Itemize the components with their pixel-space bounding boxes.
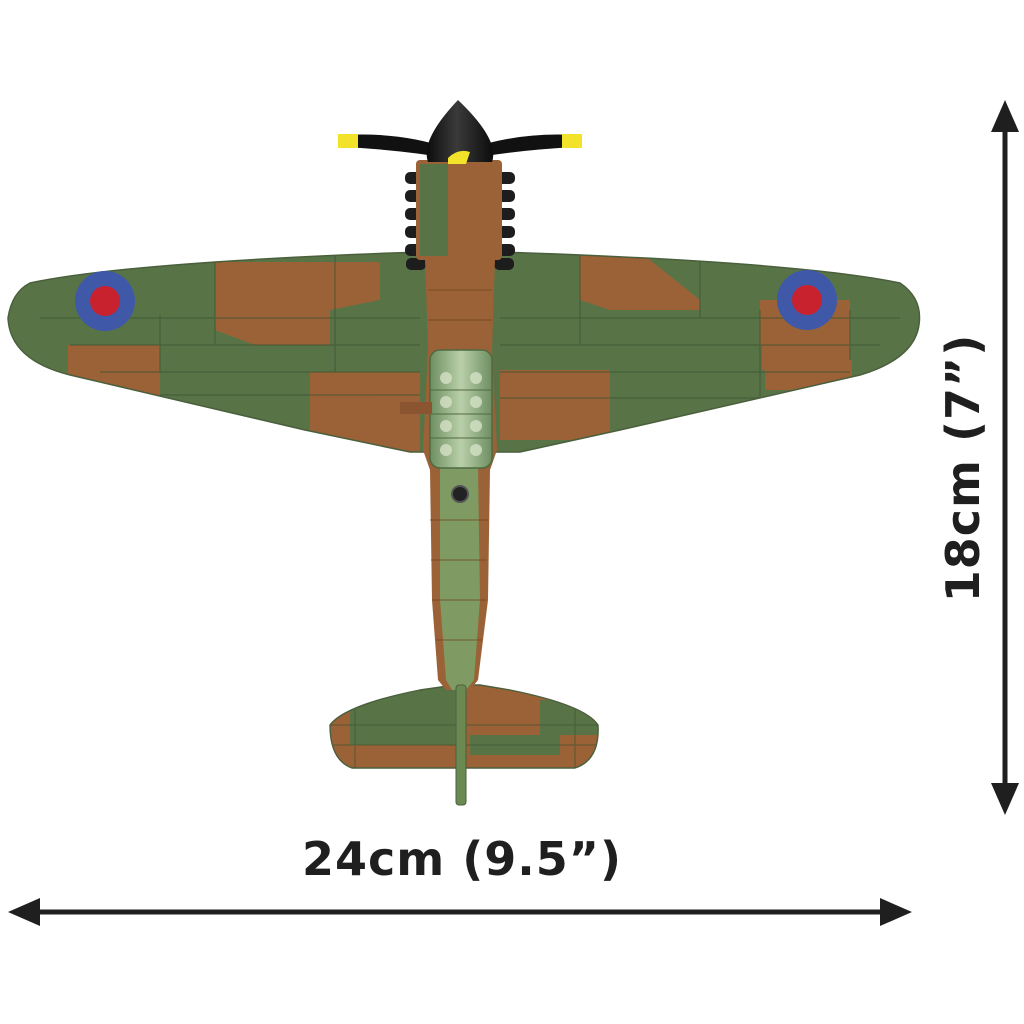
right-roundel [777, 270, 837, 330]
height-dimension-label: 18cm (7”) [936, 333, 990, 603]
left-roundel [75, 271, 135, 331]
propeller [338, 100, 582, 164]
width-dimension-label: 24cm (9.5”) [302, 832, 622, 886]
fuselage [400, 160, 515, 806]
turret-gun [451, 485, 469, 503]
tail-fin [455, 684, 467, 806]
canopy [429, 349, 493, 469]
height-arrow [991, 100, 1019, 815]
width-arrow [8, 898, 912, 926]
